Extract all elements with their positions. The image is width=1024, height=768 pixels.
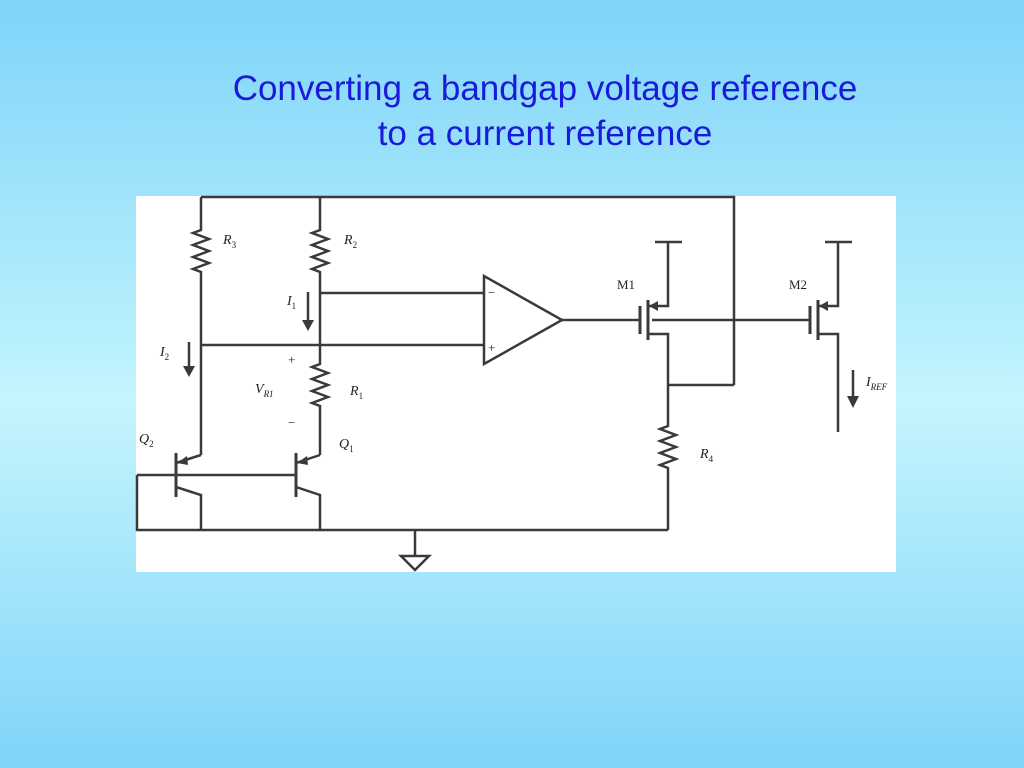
r4-label: R4 bbox=[699, 447, 714, 464]
r1-label: R1 bbox=[349, 384, 363, 401]
q1-label: Q1 bbox=[339, 437, 354, 454]
m2-arrow bbox=[819, 301, 828, 311]
iref-label: IREF bbox=[865, 375, 888, 392]
i2-label: I2 bbox=[159, 345, 169, 362]
q2-emitter-arrow bbox=[177, 456, 188, 465]
title-line-2: to a current reference bbox=[377, 114, 713, 153]
m1-arrow bbox=[649, 301, 658, 311]
base-wire bbox=[135, 473, 668, 532]
opamp-triangle bbox=[482, 273, 565, 367]
r2-label: R2 bbox=[343, 233, 357, 250]
r3-label: R3 bbox=[222, 233, 237, 250]
title-line-1: Converting a bandgap voltage reference bbox=[232, 69, 858, 108]
diagram-background bbox=[136, 196, 896, 572]
m1-label: M1 bbox=[617, 277, 635, 292]
i2-arrowhead bbox=[183, 366, 195, 377]
q2-label: Q2 bbox=[139, 432, 154, 449]
i1-label: I1 bbox=[286, 294, 296, 311]
opamp-inverting-sign: − bbox=[488, 285, 495, 300]
m2-label: M2 bbox=[789, 277, 807, 292]
vr1-plus: + bbox=[288, 352, 295, 367]
q1-emitter-arrow bbox=[297, 456, 308, 465]
vr1-label: VR1 bbox=[255, 382, 274, 399]
r4-resistor bbox=[656, 385, 680, 530]
r2-resistor bbox=[308, 197, 332, 345]
r1-resistor bbox=[308, 345, 332, 455]
top-rail-wire bbox=[201, 195, 736, 385]
iref-arrowhead bbox=[847, 396, 859, 408]
i1-arrowhead bbox=[302, 320, 314, 331]
opamp-noninverting-sign: + bbox=[488, 340, 495, 355]
vr1-minus: − bbox=[288, 415, 295, 430]
r3-resistor bbox=[189, 197, 213, 455]
ground-symbol bbox=[397, 530, 433, 572]
slide-title: Converting a bandgap voltage reference t… bbox=[120, 66, 970, 156]
